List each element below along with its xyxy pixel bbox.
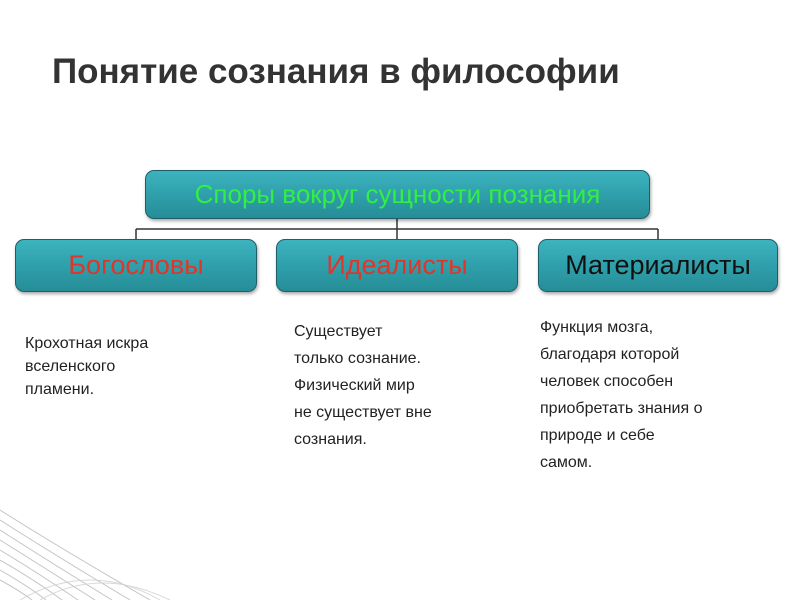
description-line: пламени. — [25, 381, 95, 398]
node-theologians: Богословы — [15, 239, 257, 292]
node-idealists-label: Идеалисты — [326, 250, 468, 280]
node-materialists-label: Материалисты — [565, 250, 751, 280]
node-materialists: Материалисты — [538, 239, 778, 292]
description-line: Физический мир — [294, 377, 415, 394]
description-line: Функция мозга, — [540, 319, 654, 336]
description-idealists: Существует только сознание. Физический м… — [294, 318, 432, 453]
description-line: благодаря которой — [540, 346, 680, 363]
description-line: сознания. — [294, 431, 367, 448]
description-line: Крохотная искра — [25, 335, 149, 352]
description-line: вселенского — [25, 358, 116, 375]
description-materialists: Функция мозга, благодаря которой человек… — [540, 314, 702, 476]
description-line: только сознание. — [294, 350, 421, 367]
description-line: природе и себе — [540, 427, 655, 444]
description-line: человек способен — [540, 373, 674, 390]
node-theologians-label: Богословы — [68, 250, 204, 280]
root-node-label: Споры вокруг сущности познания — [194, 179, 601, 209]
description-theologians: Крохотная искра вселенского пламени. — [25, 332, 148, 401]
description-line: не существует вне — [294, 404, 432, 421]
root-node-box: Споры вокруг сущности познания — [145, 170, 650, 219]
description-line: Существует — [294, 323, 383, 340]
node-idealists: Идеалисты — [276, 239, 518, 292]
slide-title: Понятие сознания в философии — [52, 52, 620, 91]
description-line: приобретать знания о — [540, 400, 703, 417]
description-line: самом. — [540, 454, 593, 471]
